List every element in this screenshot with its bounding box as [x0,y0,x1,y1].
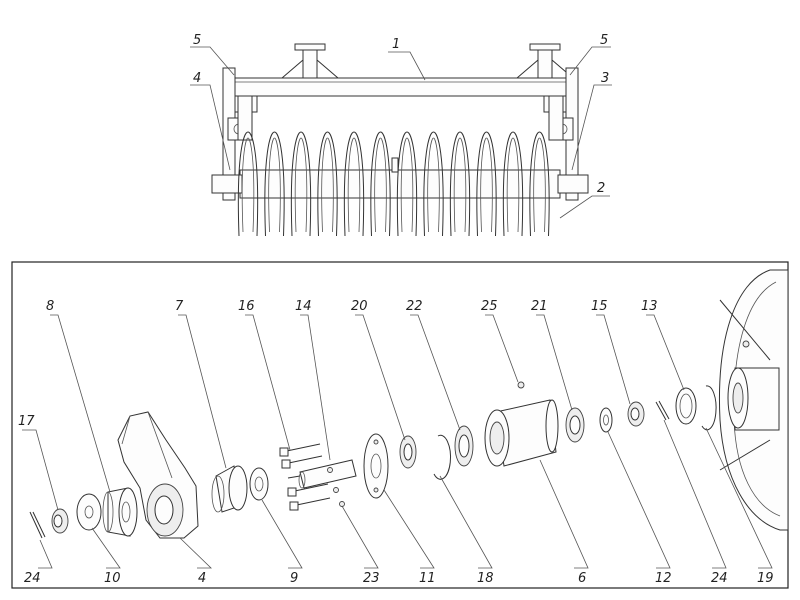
label-part-6: 6 [578,571,586,586]
bolts-16 [279,443,331,511]
coil-turn [529,131,550,237]
label-part-17: 17 [18,414,35,429]
coil-turn [502,131,524,237]
side-bracket-left [222,67,258,201]
coil-turn [476,131,497,237]
label-part-12: 12 [655,571,672,586]
bushing-8 [102,487,138,537]
label-part-24-right: 24 [711,571,728,586]
label-part-24-left: 24 [24,571,41,586]
bearing-22 [454,425,474,467]
frame-arm-disc [718,269,789,531]
bearing-21 [565,407,585,443]
coil-turn-inner [427,137,440,233]
pin-24-right [655,400,670,421]
coil-turn [396,131,418,237]
coil-turn [343,131,365,237]
coil-turn-inner [321,137,334,233]
frame-beam [227,43,574,97]
coil-turn-inner [347,137,361,233]
label-part-19: 19 [757,571,774,586]
cotter-pin [29,511,46,539]
coil-turn-inner [533,137,546,233]
label-part-23: 23 [363,571,380,586]
exploded-leaders [22,314,773,569]
washer-9 [249,467,269,501]
coil-turn [264,131,285,237]
label-spiral-roller: 2 [597,181,605,196]
label-frame: 1 [392,37,400,52]
top-assembly-view [211,43,589,237]
label-part-14: 14 [295,299,312,314]
hub-cone-7 [211,465,248,513]
coil-turn-inner [241,137,255,233]
ring-13 [675,387,697,425]
label-part-11: 11 [419,571,436,586]
label-part-13: 13 [641,299,658,314]
label-part-16: 16 [238,299,255,314]
coil-turn-inner [506,137,520,233]
side-bracket-right [543,67,579,201]
label-clamp-left: 5 [193,33,201,48]
coil-turn [423,131,444,237]
label-clamp-right: 5 [600,33,608,48]
washer-12 [599,407,613,433]
housing-6 [484,399,559,467]
label-part-8: 8 [46,299,54,314]
roller-tube [211,157,589,199]
coil-turn-inner [480,137,493,233]
coil-turn-inner [400,137,414,233]
washer-10 [76,493,102,531]
label-part-4: 4 [198,571,206,586]
label-part-7: 7 [175,299,184,314]
label-part-15: 15 [591,299,608,314]
hub-flange-20 [363,433,389,499]
label-part-22: 22 [406,299,423,314]
label-part-25: 25 [481,299,498,314]
snap-ring-18 [433,434,451,480]
castle-nut [51,508,69,534]
snap-ring-19 [701,385,717,431]
bracket-arm-4 [117,411,199,539]
grease-nipple-25 [517,381,525,389]
label-part-20: 20 [351,299,368,314]
coil-turn-inner [268,137,281,233]
coil-turn [317,131,338,237]
coil-turn-inner [374,137,387,233]
coil-turn-inner [294,137,308,233]
axle-shaft-14 [298,459,357,489]
label-part-9: 9 [290,571,298,586]
coil-turn [449,131,471,237]
coil-turn [370,131,391,237]
label-bracket-left: 4 [193,71,201,86]
label-part-18: 18 [477,571,494,586]
spiral-coils [237,131,550,237]
label-part-10: 10 [104,571,121,586]
coil-turn-inner [453,137,467,233]
top-leaders [190,46,612,219]
label-part-21: 21 [531,299,548,314]
nut-15 [627,401,645,427]
coil-turn [237,131,259,237]
coil-turn [290,131,312,237]
label-bearing-right: 3 [601,71,609,86]
exploded-view [29,269,789,539]
seal-11 [399,435,417,469]
